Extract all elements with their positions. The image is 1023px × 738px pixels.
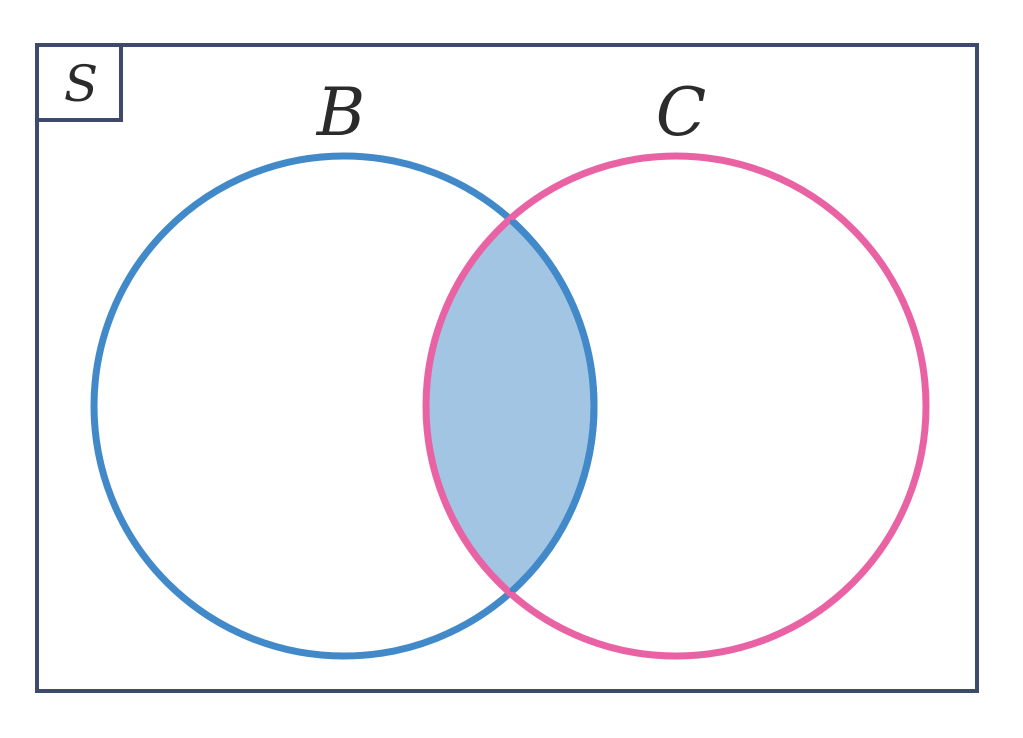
set-b-inner-arc — [510, 220, 598, 592]
set-c-circle — [422, 152, 930, 660]
universe-label-box — [35, 43, 123, 122]
set-c-label: C — [656, 74, 707, 151]
universe-label: S — [64, 55, 98, 113]
intersection-region — [426, 156, 594, 656]
set-b-label: B — [316, 74, 366, 151]
